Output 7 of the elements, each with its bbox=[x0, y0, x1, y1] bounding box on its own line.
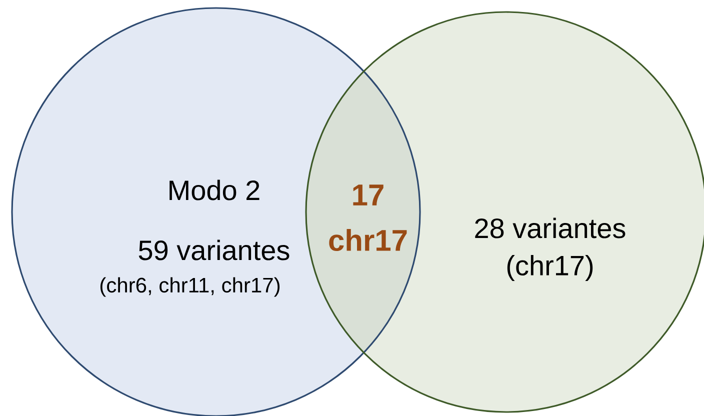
overlap-label: chr17 bbox=[329, 228, 407, 252]
circle-label: (chr17) bbox=[507, 254, 593, 282]
circle-label: 59 variantes bbox=[138, 240, 290, 260]
overlap-label: 17 bbox=[353, 184, 384, 206]
circle-label: Modo 2 bbox=[170, 180, 260, 200]
circle-label: 28 variantes bbox=[475, 218, 626, 238]
circle-label: (chr6, chr11, chr17) bbox=[100, 277, 280, 297]
